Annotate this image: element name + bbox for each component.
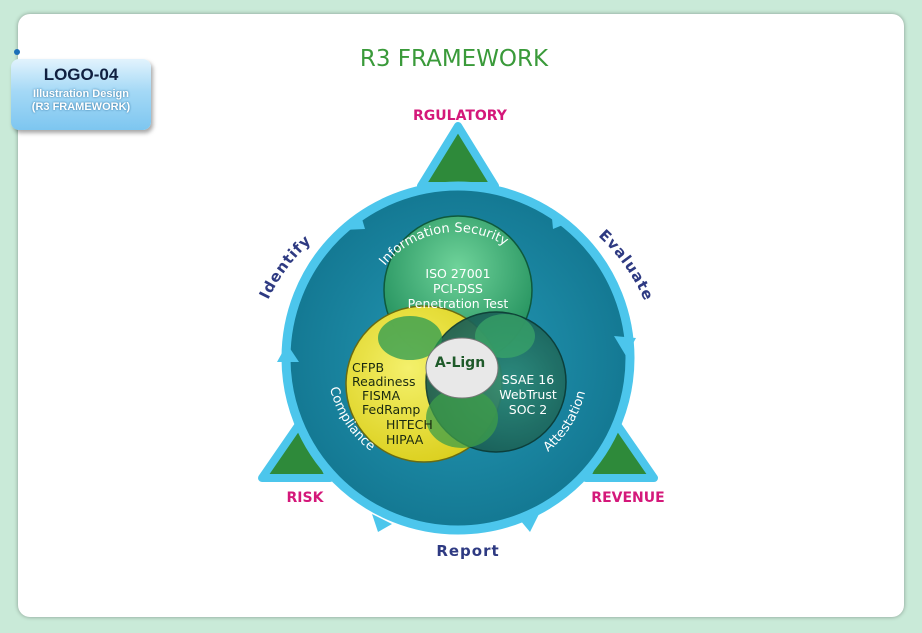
item-webtrust: WebTrust (499, 387, 557, 402)
arrow-icon-bottom-right (520, 512, 540, 532)
item-hitech: HITECH (386, 417, 433, 432)
item-iso-27001: ISO 27001 (425, 266, 490, 281)
badge-caption: (R3 FRAMEWORK) (31, 101, 131, 113)
badge-subtitle: Illustration Design (33, 88, 129, 100)
label-regulatory: RGULATORY (413, 108, 508, 124)
item-cfpb: CFPB (352, 360, 384, 375)
item-soc-2: SOC 2 (509, 402, 547, 417)
item-fisma: FISMA (362, 388, 401, 403)
item-hipaa: HIPAA (386, 432, 424, 447)
arrow-icon-bottom-left (372, 514, 392, 532)
logo-badge: LOGO-04 Illustration Design (R3 FRAMEWOR… (11, 59, 151, 130)
triangle-top (417, 122, 499, 190)
diagram-title: R3 FRAMEWORK (360, 46, 549, 72)
arrow-icon-left (277, 344, 299, 362)
item-pci-dss: PCI-DSS (433, 281, 483, 296)
item-ssae-16: SSAE 16 (502, 372, 554, 387)
item-readiness: Readiness (352, 374, 416, 389)
label-report: Report (436, 542, 499, 560)
label-revenue: REVENUE (591, 490, 664, 506)
center-region (425, 337, 499, 399)
badge-code: LOGO-04 (43, 65, 119, 84)
label-risk: RISK (287, 490, 325, 506)
item-penetration-test: Penetration Test (408, 296, 509, 311)
overlap-top-left (378, 316, 442, 360)
center-label-a-lign: A-Lign (435, 355, 485, 371)
overlap-top-right (475, 314, 535, 358)
arrow-icon-top-left (343, 212, 365, 230)
badge-dot (14, 49, 20, 55)
arrow-icon-top-right (551, 208, 570, 229)
item-fedramp: FedRamp (362, 402, 420, 417)
overlap-bottom (426, 388, 498, 448)
arrow-icon-right (614, 336, 636, 356)
